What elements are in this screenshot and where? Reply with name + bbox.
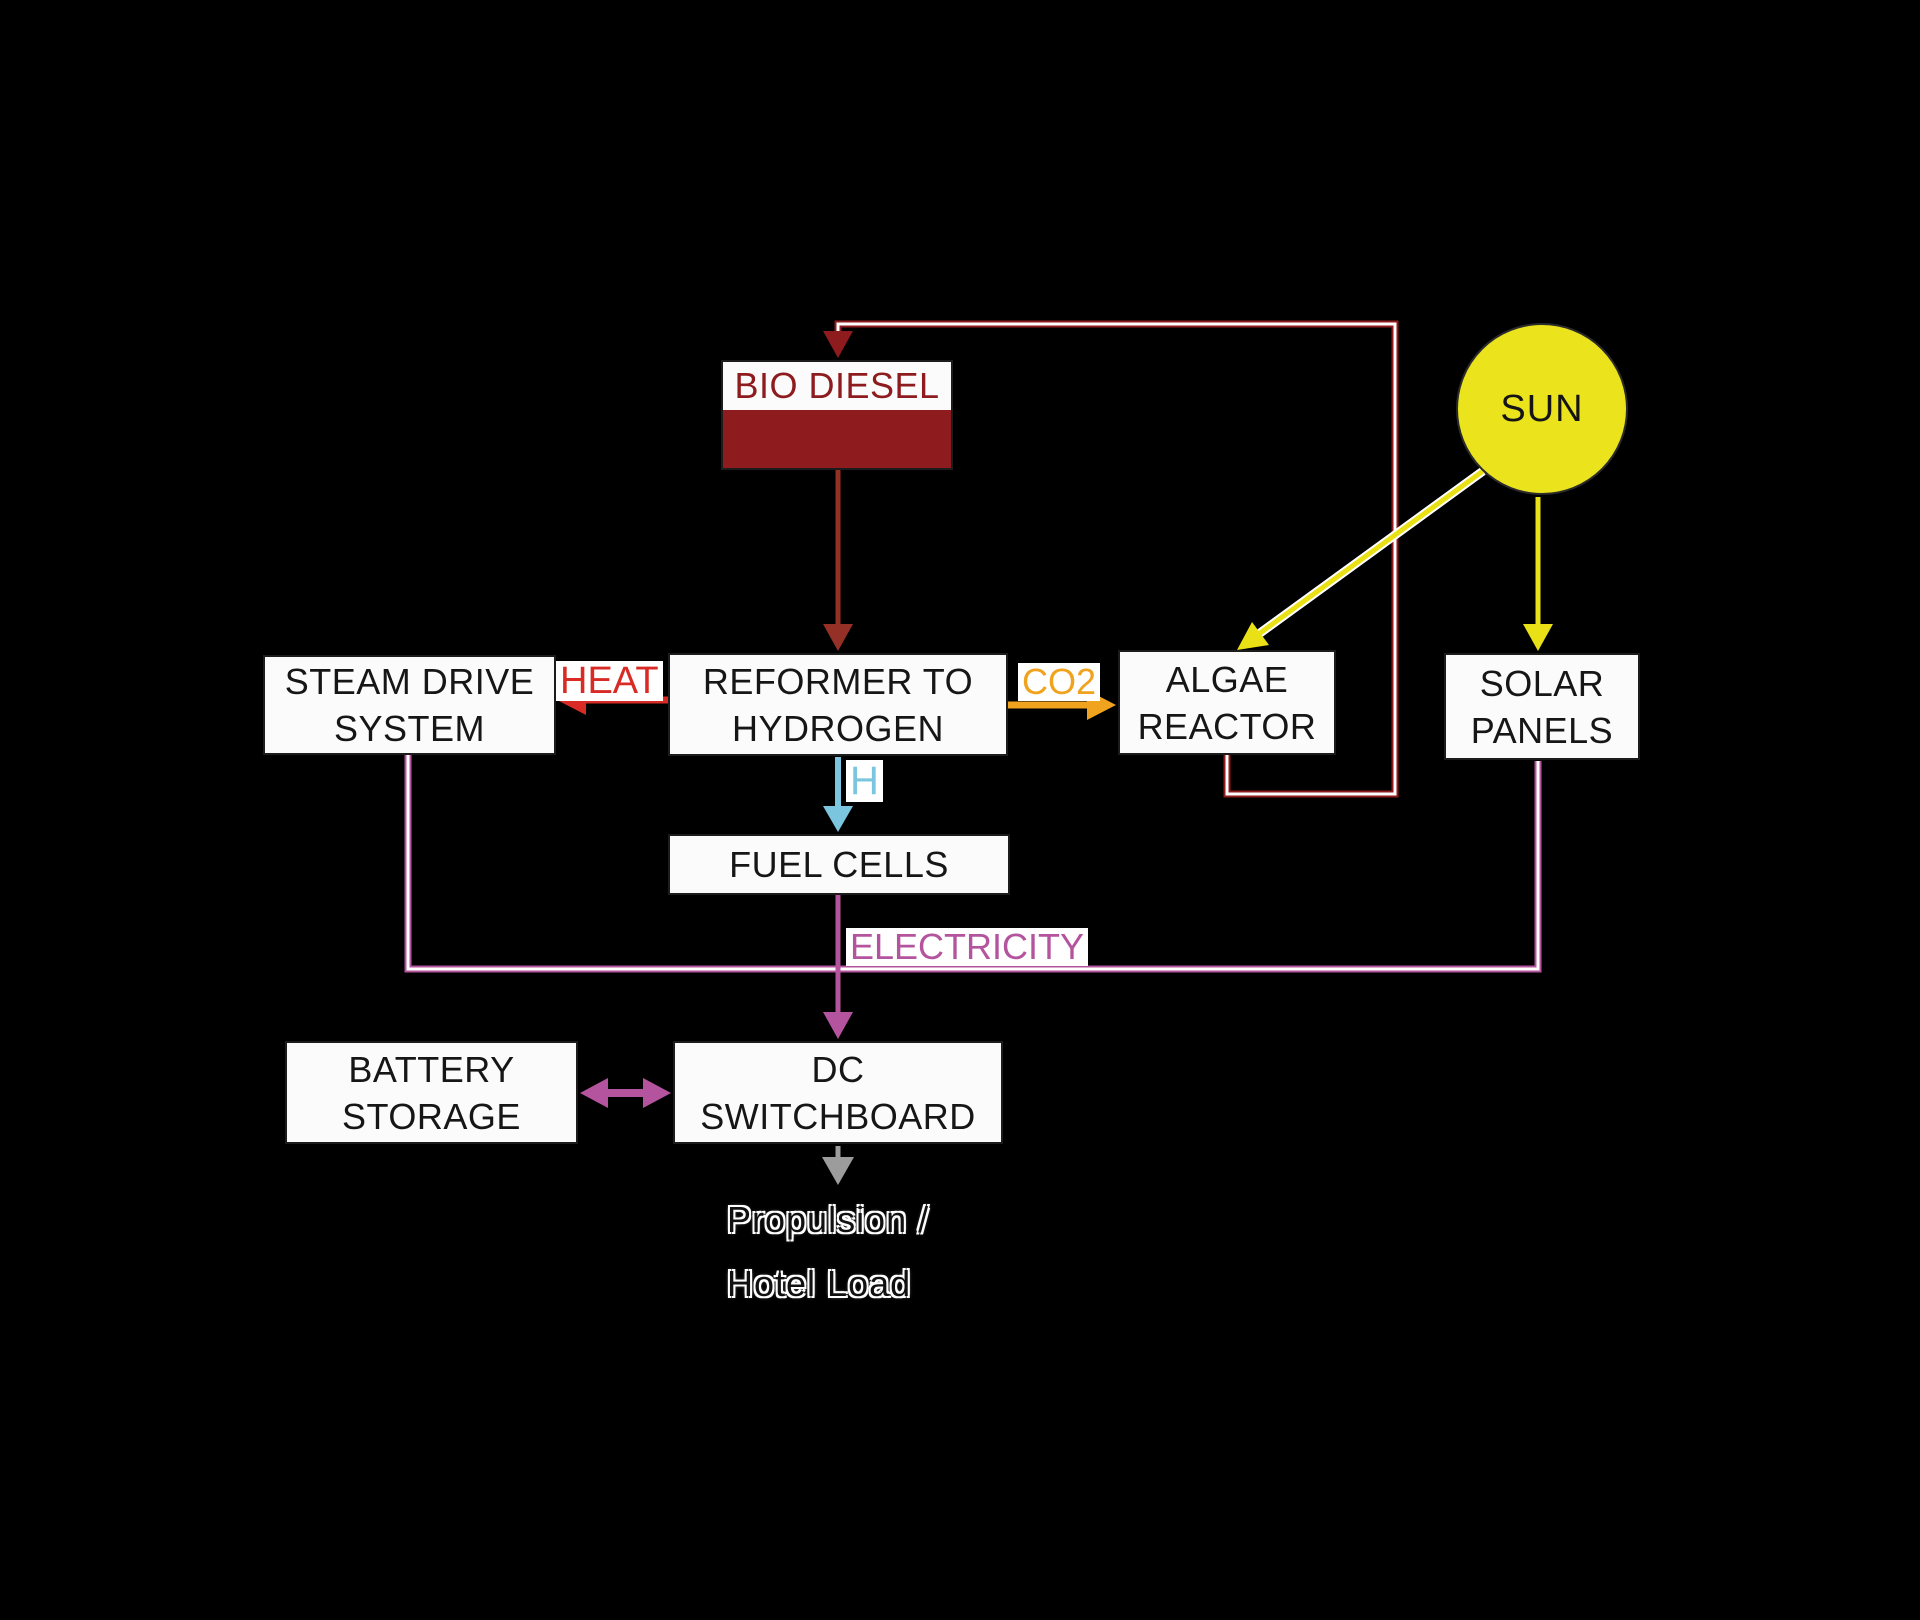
node-algae-reactor: ALGAE REACTOR [1118,650,1336,755]
reformer-arrowhead [823,624,853,651]
algae-to-biodiesel-pipe-core [836,322,1397,796]
co2-label: CO2 [1018,663,1101,701]
load-arrowhead [822,1157,854,1185]
bio-diesel-label: BIO DIESEL [734,365,940,406]
sun-to-algae-line [1254,468,1485,639]
sun-node: SUN [1456,323,1628,495]
electricity-label: ELECTRICITY [846,928,1089,966]
node-dc-switchboard: DC SWITCHBOARD [673,1041,1003,1144]
propulsion-load-text: Propulsion / [727,1199,930,1240]
node-solar-panels: SOLAR PANELS [1444,653,1640,760]
bio-diesel-tank-fill [723,410,951,468]
battery-arrowhead [580,1078,608,1108]
hydrogen-label: H [846,760,883,802]
dc-left-arrowhead [643,1078,671,1108]
node-reformer-to-hydrogen: REFORMER TO HYDROGEN [668,653,1008,756]
node-battery-storage: BATTERY STORAGE [285,1041,578,1144]
dc-arrowhead [823,1012,853,1039]
biodiesel-arrowhead [823,331,853,358]
node-steam-drive-system: STEAM DRIVE SYSTEM [263,655,556,755]
heat-label: HEAT [556,661,663,701]
node-bio-diesel: BIO DIESEL [721,360,953,470]
electricity-bus-core [406,755,1540,971]
solar-arrowhead [1523,624,1553,651]
hotel-load-text: Hotel Load [727,1263,912,1304]
fuelcells-arrowhead [823,806,853,832]
algae-sun-arrowhead [1237,622,1269,650]
node-fuel-cells: FUEL CELLS [668,834,1010,895]
